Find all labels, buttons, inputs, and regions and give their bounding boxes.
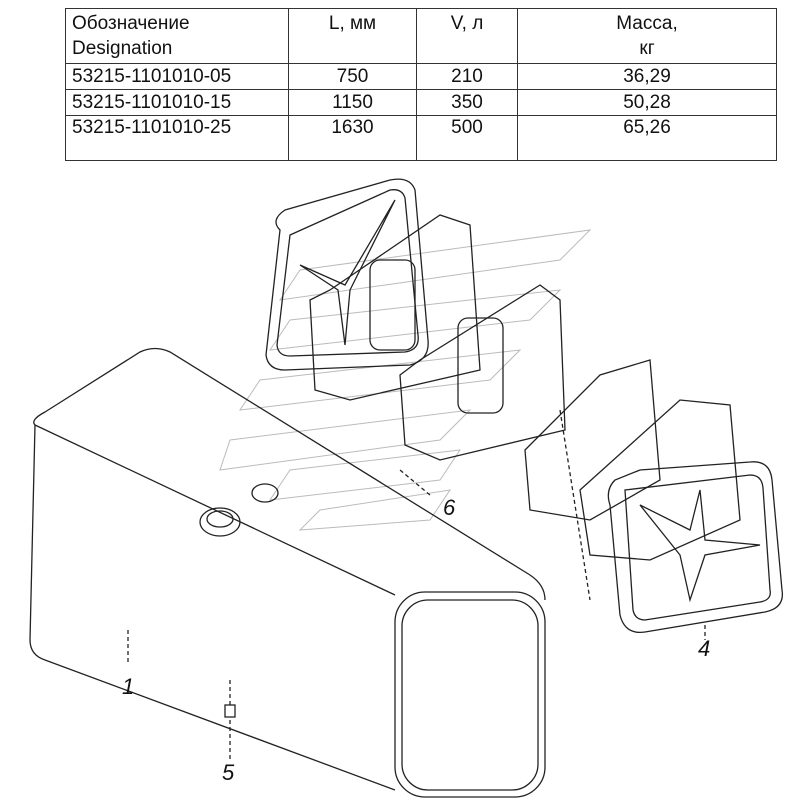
cell-designation: 53215-1101010-05: [65, 63, 289, 90]
header-designation-en: Designation: [72, 38, 173, 59]
fuel-tank: [29, 347, 546, 798]
table-row: 53215-1101010-25 1630 500 65,26: [65, 115, 777, 161]
header-length: L, мм: [288, 8, 417, 64]
cell-mass: 65,26: [517, 115, 777, 161]
cell-length: 750: [288, 63, 417, 90]
callout-drain-plug: 5: [222, 760, 235, 785]
cell-designation: 53215-1101010-25: [65, 115, 289, 161]
partitions: [309, 214, 741, 601]
cell-length: 1630: [288, 115, 417, 161]
header-designation: Обозначение: [72, 13, 190, 34]
cell-volume: 210: [416, 63, 518, 90]
end-cap-rear: [607, 461, 784, 640]
callout-partitions: 6: [443, 495, 456, 520]
partition-frame-front: [265, 178, 429, 371]
cell-length: 1150: [288, 89, 417, 116]
filler-neck: [199, 507, 241, 537]
cell-designation: 53215-1101010-15: [65, 89, 289, 116]
cell-volume: 500: [416, 115, 518, 161]
watermark: [219, 229, 592, 531]
table-row: 53215-1101010-05 750 210 36,29: [65, 63, 777, 90]
leader-lines: [127, 469, 431, 665]
sensor-port: [251, 483, 279, 503]
cell-mass: 50,28: [517, 89, 777, 116]
cell-mass: 36,29: [517, 63, 777, 90]
header-mass-unit: кг: [639, 38, 655, 59]
callout-end-cap: 4: [698, 636, 711, 661]
table-row: 53215-1101010-15 1150 350 50,28: [65, 89, 777, 116]
cell-volume: 350: [416, 89, 518, 116]
drain-plug: [224, 704, 236, 718]
header-mass: Масса,: [616, 13, 678, 34]
header-volume: V, л: [416, 8, 518, 64]
callout-tank: 1: [122, 674, 135, 699]
